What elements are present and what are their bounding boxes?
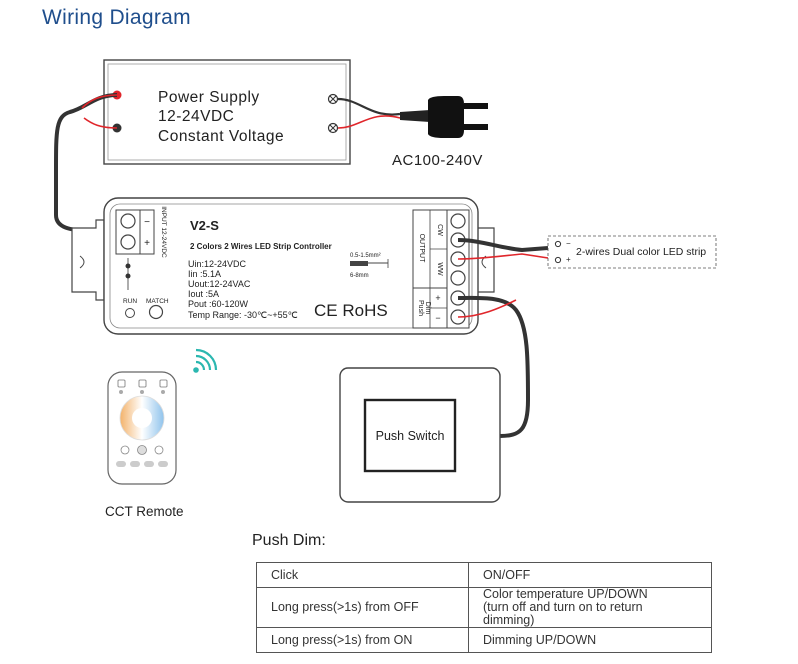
output-label: OUTPUT <box>418 234 425 264</box>
ww-label: WW <box>436 262 443 276</box>
result-cell: Dimming UP/DOWN <box>468 627 712 654</box>
wire-gauge-label: 0.5-1.5mm² <box>350 253 381 259</box>
match-label: MATCH <box>146 298 169 305</box>
cct-remote <box>107 371 177 485</box>
table-row: Long press(>1s) from OFF Color temperatu… <box>256 586 712 629</box>
push-minus-label: − <box>435 313 440 323</box>
input-minus-label: − <box>144 217 150 228</box>
remote-label: CCT Remote <box>105 504 184 519</box>
cw-label: CW <box>436 224 443 236</box>
match-button[interactable] <box>148 304 164 320</box>
result-cell: ON/OFF <box>468 562 712 588</box>
controller-model: V2-S <box>190 218 219 233</box>
wire-strip-negative <box>457 238 549 253</box>
power-supply-line2: 12-24VDC <box>158 108 234 125</box>
strip-plus-label: + <box>566 255 571 264</box>
spec-line: Uout:12-24VAC <box>188 279 251 289</box>
push-plus-label: + <box>435 293 440 303</box>
controller-v2s: − + INPUT 12-24VDC RUN MATCH V2-S 2 Colo… <box>71 197 495 335</box>
power-supply-line3: Constant Voltage <box>158 128 284 145</box>
power-supply: Power Supply 12-24VDC Constant Voltage <box>103 59 351 165</box>
push-label: Push <box>417 300 424 316</box>
result-cell: Color temperature UP/DOWN (turn off and … <box>468 586 712 629</box>
ce-rohs-mark: CE RoHS <box>314 301 388 320</box>
wire-push-switch <box>454 295 531 438</box>
ac-plug <box>337 96 488 138</box>
controller-subtitle: 2 Colors 2 Wires LED Strip Controller <box>190 242 332 251</box>
spec-line: Iin :5.1A <box>188 269 221 279</box>
ac-voltage-label: AC100-240V <box>392 152 483 169</box>
result-line: Color temperature UP/DOWN <box>483 587 648 601</box>
action-cell: Long press(>1s) from ON <box>256 627 469 654</box>
push-switch-label: Push Switch <box>376 429 445 443</box>
input-plus-label: + <box>144 238 150 249</box>
push-dim-heading: Push Dim: <box>252 532 326 549</box>
action-cell: Long press(>1s) from OFF <box>256 586 469 629</box>
table-row: Long press(>1s) from ON Dimming UP/DOWN <box>256 627 712 654</box>
dim-label: Dim <box>424 302 431 315</box>
spec-line: Pout :60-120W <box>188 299 249 309</box>
spec-line: Uin:12-24VDC <box>188 259 247 269</box>
action-cell: Click <box>256 562 469 588</box>
wiring-diagram: Power Supply 12-24VDC Constant Voltage A… <box>54 59 717 519</box>
wireless-signal-icon <box>193 348 218 373</box>
push-dim-table: Click ON/OFF Long press(>1s) from OFF Co… <box>256 562 712 654</box>
wire-strip-positive <box>457 253 549 260</box>
run-label: RUN <box>123 298 137 305</box>
diagram-title: Wiring Diagram <box>42 6 191 29</box>
spec-line: Iout :5A <box>188 289 219 299</box>
push-switch: Push Switch <box>339 367 501 503</box>
power-supply-line1: Power Supply <box>158 89 260 106</box>
run-indicator <box>125 308 135 318</box>
strip-label: 2-wires Dual color LED strip <box>576 246 706 258</box>
strip-minus-label: − <box>566 239 571 248</box>
strip-length-label: 6-8mm <box>350 273 369 279</box>
led-strip: − + 2-wires Dual color LED strip <box>547 235 717 269</box>
spec-line: Temp Range: -30℃~+55℃ <box>188 310 298 320</box>
input-voltage-label: INPUT 12-24VDC <box>160 206 167 258</box>
table-row: Click ON/OFF <box>256 562 712 588</box>
result-line-note: (turn off and turn on to return dimming) <box>483 600 643 628</box>
